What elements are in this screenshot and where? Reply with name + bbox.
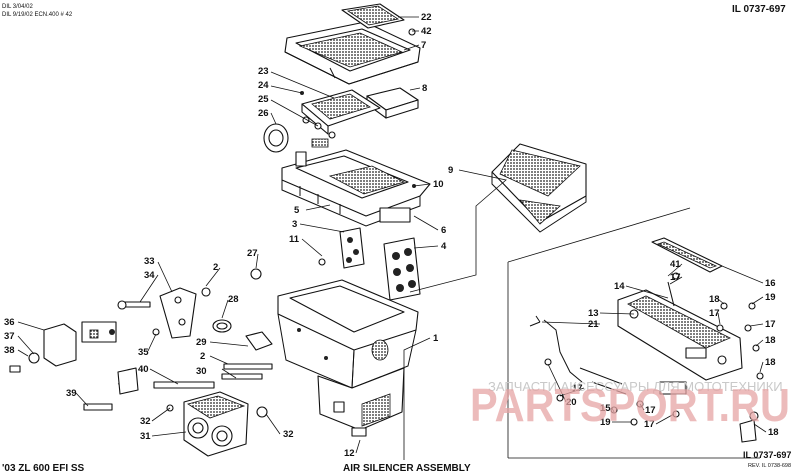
callout: 18 xyxy=(768,427,779,438)
callout: 18 xyxy=(709,294,720,305)
callout: 40 xyxy=(138,364,149,375)
callout: 36 xyxy=(4,317,15,328)
assembly-title: AIR SILENCER ASSEMBLY xyxy=(343,463,471,474)
subassembly-frame xyxy=(507,207,760,459)
callout: 17 xyxy=(644,419,655,430)
callout: 3 xyxy=(292,219,297,230)
callout: 4 xyxy=(441,241,447,252)
heat-shield xyxy=(651,237,723,273)
rubber-grommet xyxy=(212,319,232,333)
callout: 30 xyxy=(196,366,207,377)
adapter-plate xyxy=(83,331,273,418)
callout: 16 xyxy=(765,278,776,289)
callout: 19 xyxy=(600,417,611,428)
illustration-id-top: IL 0737-697 xyxy=(732,4,786,15)
callout: 17 xyxy=(670,272,681,283)
callout: 23 xyxy=(258,66,269,77)
callout: 19 xyxy=(765,292,776,303)
callout: 7 xyxy=(421,40,426,51)
callout: 10 xyxy=(433,179,444,190)
lid-filter-screen xyxy=(341,3,416,36)
callout: 1 xyxy=(433,333,439,344)
watermark-tagline: ЗАПЧАСТИ АКСЕССУАРЫ ДЛЯ МОТОТЕХНИКИ xyxy=(488,379,783,394)
illustration-id-bottom: IL 0737-697 xyxy=(743,450,791,460)
callout: 25 xyxy=(258,94,269,105)
callout: 37 xyxy=(4,331,15,342)
callout: 27 xyxy=(247,248,258,259)
air-silencer-box xyxy=(277,279,419,437)
mount-bracket xyxy=(117,268,262,339)
callout: 22 xyxy=(421,12,432,23)
intake-duct xyxy=(491,143,587,233)
callout: 2 xyxy=(213,262,218,273)
callout: 17 xyxy=(572,383,583,394)
callout: 32 xyxy=(283,429,294,440)
callout: 14 xyxy=(614,281,625,292)
resonator-grille xyxy=(183,391,249,457)
callout: 21 xyxy=(588,319,599,330)
callout: 39 xyxy=(66,388,77,399)
callout: 13 xyxy=(588,308,599,319)
callout: 8 xyxy=(422,83,427,94)
callout: 42 xyxy=(421,26,432,37)
callout-labels: 22 42 7 8 23 24 25 26 9 10 5 6 3 11 4 27… xyxy=(4,12,779,459)
right-hardware xyxy=(544,272,764,426)
callout: 2 xyxy=(200,351,205,362)
callout: 18 xyxy=(765,335,776,346)
sensor-block xyxy=(9,321,160,373)
lever-bracket xyxy=(617,289,743,381)
callout: 33 xyxy=(144,256,155,267)
callout: 6 xyxy=(441,225,446,236)
callout: 17 xyxy=(765,319,776,330)
callout: 5 xyxy=(294,205,300,216)
callout: 18 xyxy=(765,357,776,368)
screen-right xyxy=(383,237,421,301)
upper-housing xyxy=(281,149,431,227)
callout: 11 xyxy=(289,234,300,245)
callout: 9 xyxy=(448,165,453,176)
callout: 34 xyxy=(144,270,155,281)
callout: 32 xyxy=(140,416,151,427)
callout: 38 xyxy=(4,345,15,356)
watermark-logo: PARTSPORT.RU xyxy=(470,379,790,431)
model-label: '03 ZL 600 EFI SS xyxy=(2,463,85,474)
watermark: ЗАПЧАСТИ АКСЕССУАРЫ ДЛЯ МОТОТЕХНИКИ PART… xyxy=(470,379,790,431)
callout: 15 xyxy=(600,403,611,414)
silencer-lid xyxy=(284,21,421,85)
callout: 29 xyxy=(196,337,207,348)
foam-block xyxy=(366,87,419,119)
callout: 17 xyxy=(645,405,656,416)
callout: 17 xyxy=(709,308,720,319)
callout: 41 xyxy=(670,259,681,270)
callout: 24 xyxy=(258,80,269,91)
filter-plate xyxy=(301,89,381,148)
screen-left xyxy=(339,227,365,269)
callout: 31 xyxy=(140,431,151,442)
callout: 12 xyxy=(344,448,355,459)
revision-date-2: DIL 9/19/02 ECN.400 # 42 xyxy=(2,12,73,18)
throttle-rod xyxy=(529,281,759,443)
leader-lines xyxy=(17,16,767,460)
callout: 20 xyxy=(566,397,577,408)
intake-grommet xyxy=(263,123,289,153)
callout: 28 xyxy=(228,294,239,305)
callout: 26 xyxy=(258,108,269,119)
callout: 35 xyxy=(138,347,149,358)
revision-date-1: DIL 3/04/02 xyxy=(2,4,33,10)
revision-id: REV. IL 0738-698 xyxy=(748,463,791,469)
